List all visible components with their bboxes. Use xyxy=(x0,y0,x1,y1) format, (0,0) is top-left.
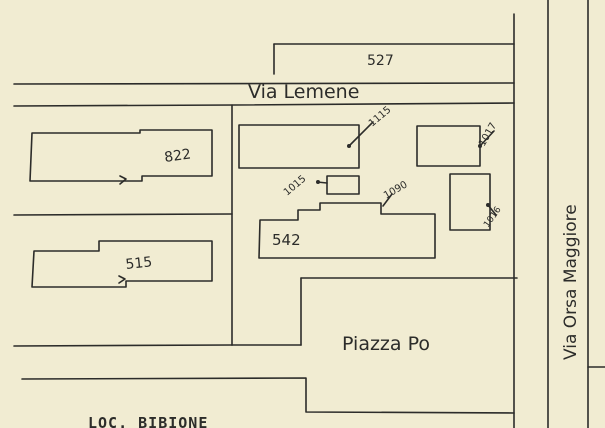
building-1016 xyxy=(449,173,491,231)
square-label-piazza-po: Piazza Po xyxy=(342,333,430,355)
parcel-label-515: 515 xyxy=(125,254,153,273)
building-515 xyxy=(31,240,213,288)
locality-label: LOC. BIBIONE xyxy=(88,414,208,428)
building-1115 xyxy=(238,124,360,169)
street-label-via-orsa-maggiore: Via Orsa Maggiore xyxy=(561,204,581,360)
building-542 xyxy=(258,202,436,259)
road-lines xyxy=(13,0,605,428)
building-1015 xyxy=(326,175,360,195)
parcel-label-527: 527 xyxy=(367,53,394,69)
buildings xyxy=(29,124,491,288)
reference-marks xyxy=(118,121,497,284)
street-label-via-lemene: Via Lemene xyxy=(248,81,359,103)
parcel-label-822: 822 xyxy=(163,146,192,166)
building-822 xyxy=(29,129,213,182)
parcel-label-542: 542 xyxy=(272,231,301,249)
building-1017 xyxy=(416,125,481,167)
